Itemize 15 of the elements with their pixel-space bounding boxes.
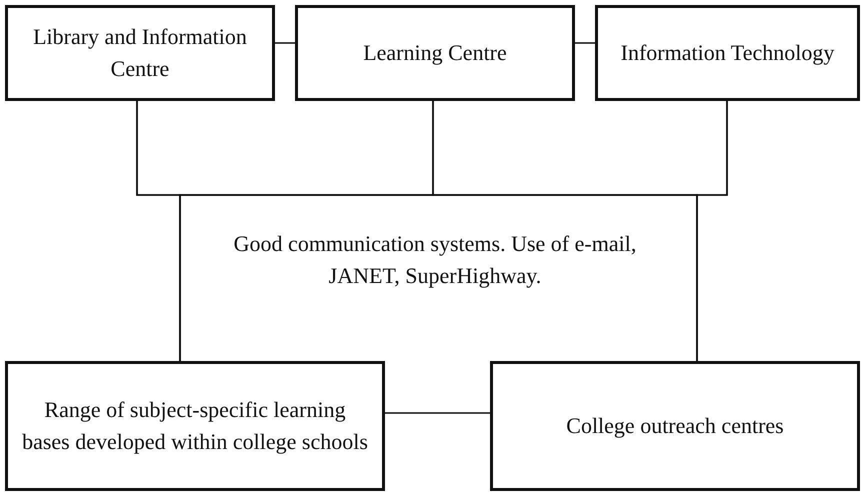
box-label: Information Technology	[620, 39, 834, 68]
connector-line	[575, 42, 595, 44]
connector-line	[275, 42, 295, 44]
box-label: Learning Centre	[363, 39, 507, 68]
connector-line	[696, 101, 728, 361]
process-box	[5, 361, 385, 491]
connector-line	[385, 412, 490, 414]
process-box	[490, 361, 860, 491]
note-text: Good communication systems. Use of e-mail, JANET, SuperHighway.	[232, 230, 638, 290]
box-label: Range of subject-specific learning bases developed within college schools	[22, 396, 368, 456]
box-label: College outreach centres	[566, 412, 784, 440]
process-box	[595, 5, 860, 101]
process-box	[295, 5, 575, 101]
box-label: Library and Information Centre	[32, 23, 248, 83]
process-box	[5, 5, 275, 101]
